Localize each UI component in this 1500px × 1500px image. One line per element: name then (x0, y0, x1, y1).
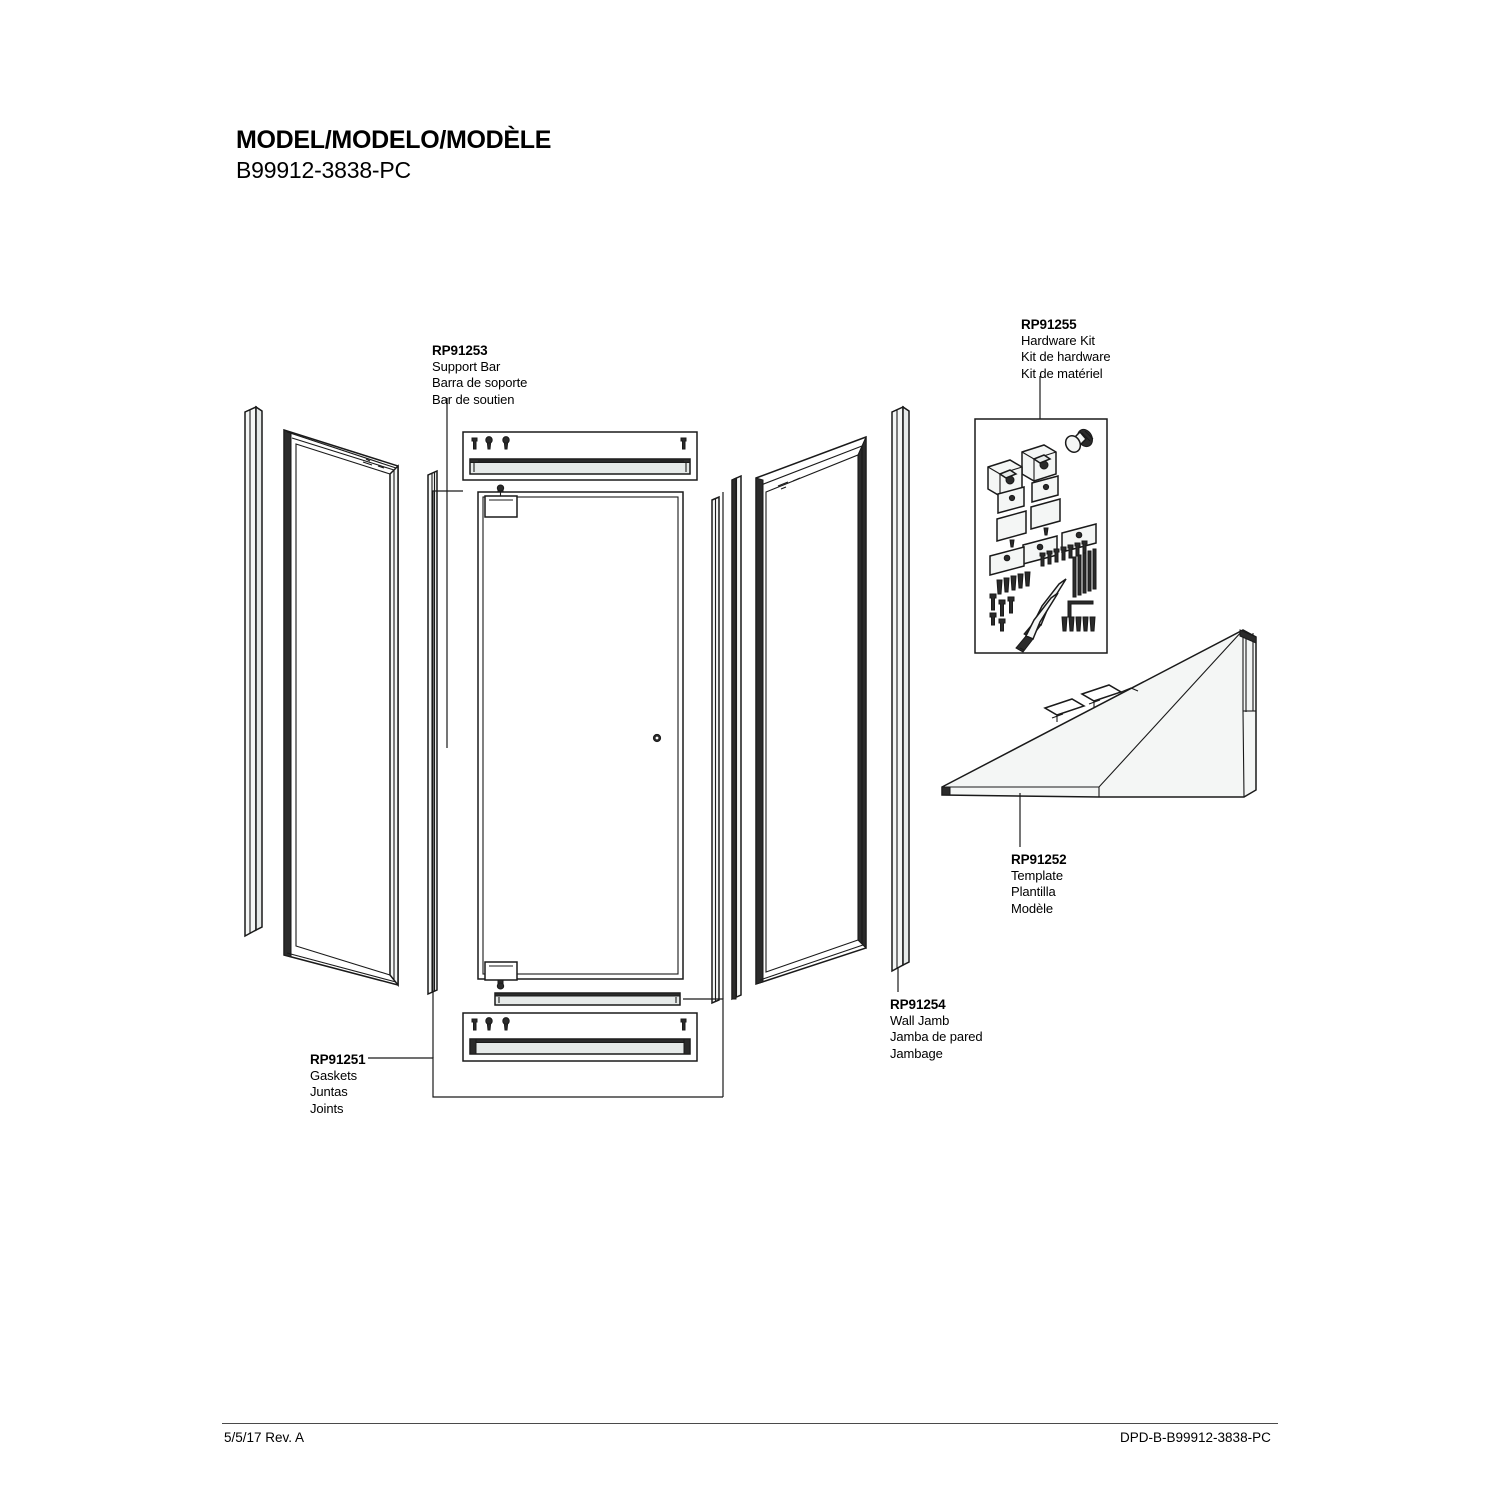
callout-rp91254: RP91254 Wall Jamb Jamba de pared Jambage (890, 996, 983, 1062)
long-screws-row (1072, 548, 1097, 598)
callout-name-en: Wall Jamb (890, 1013, 950, 1028)
callout-name-es: Plantilla (1011, 884, 1056, 900)
header-block: MODEL/MODELO/MODÈLE B99912-3838-PC (236, 126, 936, 183)
callout-code: RP91251 (310, 1052, 366, 1067)
callout-name-fr: Jambage (890, 1045, 943, 1061)
bottom-gasket-part (494, 992, 681, 1006)
strike-plate-1 (1061, 523, 1097, 553)
top-support-bar-part (462, 431, 698, 481)
right-side-panel-part (755, 435, 867, 986)
right-wall-jamb-part (891, 405, 910, 973)
callout-rp91255: RP91255 Hardware Kit Kit de hardware Kit… (1021, 316, 1111, 382)
callout-code: RP91254 (890, 997, 946, 1012)
leader-lines (368, 376, 1041, 1098)
right-gasket-part-1 (711, 495, 720, 1005)
callout-code: RP91253 (432, 343, 488, 358)
plate-small-1 (1031, 475, 1059, 503)
callout-name-fr: Modèle (1011, 900, 1054, 916)
template-sheet-part (941, 629, 1257, 798)
strike-plate-3 (989, 546, 1025, 576)
callout-rp91252: RP91252 Template Plantilla Modèle (1011, 851, 1067, 917)
footer-document-code: DPD-B-B99912-3838-PC (1120, 1430, 1271, 1445)
strike-plate-2 (1022, 535, 1058, 565)
hinge-block-1 (1021, 444, 1057, 482)
callout-name-en: Hardware Kit (1021, 333, 1095, 348)
callout-name-fr: Joints (310, 1100, 344, 1116)
left-wall-jamb-part (244, 405, 263, 938)
bracket-1 (1030, 498, 1061, 536)
model-number: B99912-3838-PC (236, 157, 411, 183)
screws-short-row (1039, 540, 1088, 567)
fastener-icons-bottom (471, 1017, 687, 1031)
callout-name-fr: Kit de matériel (1021, 365, 1103, 381)
footer-divider (222, 1423, 1278, 1424)
callout-name-en: Template (1011, 868, 1063, 883)
plate-small-2 (997, 486, 1025, 514)
callout-name-en: Gaskets (310, 1068, 357, 1083)
callout-name-es: Jamba de pared (890, 1029, 983, 1045)
left-gasket-part (427, 469, 438, 996)
callout-rp91253: RP91253 Support Bar Barra de soporte Bar… (432, 342, 527, 408)
callout-name-es: Kit de hardware (1021, 349, 1111, 365)
knob-part (1064, 428, 1094, 453)
callout-code: RP91255 (1021, 317, 1077, 332)
left-side-panel-part (283, 428, 399, 988)
hinge-block-2 (987, 459, 1023, 497)
screws-lower-left (989, 593, 1015, 632)
callout-rp91251: RP91251 Gaskets Juntas Joints (310, 1051, 366, 1117)
anchors-bottom-right (1061, 616, 1096, 632)
callout-name-en: Support Bar (432, 359, 501, 374)
callout-name-fr: Bar de soutien (432, 391, 515, 407)
fastener-icons-top (471, 436, 687, 450)
hinge-arm-1 (1023, 578, 1067, 639)
l-bracket (1067, 600, 1094, 618)
door-panel-part (477, 484, 684, 990)
hinge-arm-2 (1015, 592, 1059, 653)
footer-revision: 5/5/17 Rev. A (224, 1430, 305, 1445)
bottom-support-bar-part (462, 1012, 698, 1062)
callout-code: RP91252 (1011, 852, 1067, 867)
hardware-kit-box (974, 418, 1108, 654)
anchors-row (996, 571, 1031, 595)
page-title: MODEL/MODELO/MODÈLE (236, 126, 552, 154)
bracket-2 (996, 510, 1027, 548)
callout-name-es: Barra de soporte (432, 375, 528, 391)
right-gasket-part-2 (731, 474, 742, 1001)
callout-name-es: Juntas (310, 1084, 348, 1100)
